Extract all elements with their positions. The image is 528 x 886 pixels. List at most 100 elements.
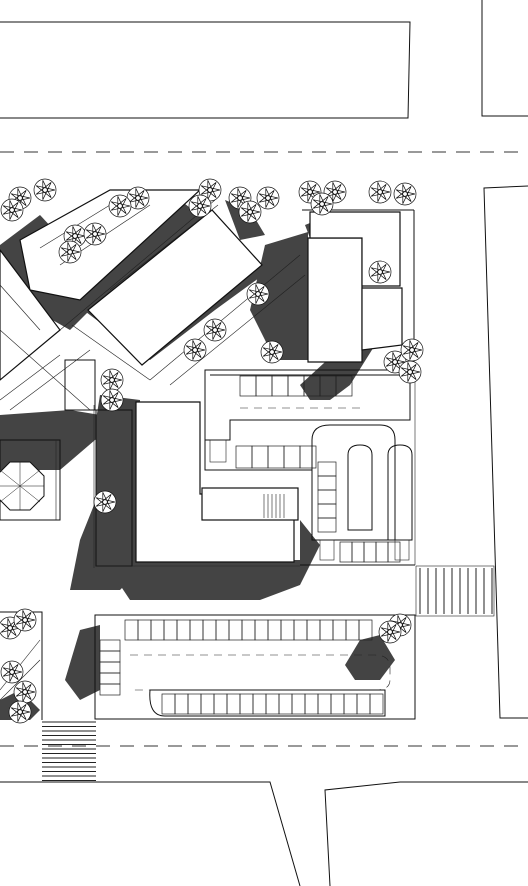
parking-stall	[255, 375, 273, 397]
parking-stall	[239, 693, 254, 715]
diagonal-access-lanes	[0, 199, 306, 411]
tree-icon	[246, 282, 270, 306]
tree-icon	[126, 186, 150, 210]
parking-stall	[213, 693, 228, 715]
parking-stall	[99, 650, 121, 663]
parking-stall	[358, 619, 373, 641]
parking-stall	[293, 619, 308, 641]
parking-stall	[306, 619, 321, 641]
tree-icon	[393, 182, 417, 206]
parking-stall	[317, 503, 337, 519]
parking-stall	[226, 693, 241, 715]
tree-icon	[238, 200, 262, 224]
bottom-blocks	[0, 781, 528, 886]
parking-stall	[150, 619, 165, 641]
tree-icon	[188, 194, 212, 218]
parking-stall	[200, 693, 215, 715]
parking-stall	[317, 693, 332, 715]
parking-stall	[369, 693, 384, 715]
parking-stall	[99, 661, 121, 674]
parking-stall	[317, 489, 337, 505]
parking-stall	[254, 619, 269, 641]
parking-stall	[363, 541, 377, 563]
diagonal-building-large	[71, 204, 263, 381]
parking-stall	[317, 461, 337, 477]
parking-stall	[319, 619, 334, 641]
tree-icon	[33, 178, 57, 202]
parking-stall	[278, 693, 293, 715]
crosswalk-south	[42, 721, 96, 781]
parking-stall	[343, 693, 358, 715]
parking-stall	[99, 639, 121, 652]
parking-stall	[283, 445, 301, 469]
tree-icon	[400, 338, 424, 362]
parking-stall	[345, 619, 360, 641]
parking-stall	[304, 693, 319, 715]
northeast-building	[302, 209, 415, 370]
tree-icon	[183, 338, 207, 362]
parking-stall	[124, 619, 139, 641]
parking-stall	[187, 693, 202, 715]
parking-stall	[215, 619, 230, 641]
tree-icon	[203, 318, 227, 342]
parking-stall	[280, 619, 295, 641]
parking-stall	[335, 375, 353, 397]
parking-stall	[330, 693, 345, 715]
octagon-pavilion	[0, 461, 45, 511]
top-right-block	[481, 0, 528, 117]
parking-stall	[317, 517, 337, 533]
parking-stall	[267, 619, 282, 641]
parking-stall	[317, 475, 337, 491]
tree-icon	[368, 260, 392, 284]
upper-parking-lot	[204, 369, 416, 566]
crosswalk-east	[415, 565, 495, 617]
parking-stall	[351, 541, 365, 563]
parking-stall	[339, 541, 353, 563]
right-road-edge	[483, 185, 528, 719]
tree-icon	[93, 490, 117, 514]
parking-stall	[235, 445, 253, 469]
parking-stall	[291, 693, 306, 715]
tree-icon	[398, 360, 422, 384]
parking-stall	[265, 693, 280, 715]
tree-icon	[83, 222, 107, 246]
parking-stall	[267, 445, 285, 469]
parking-stall	[387, 541, 401, 563]
lower-parking-lot	[94, 614, 416, 720]
parking-stall	[241, 619, 256, 641]
bicycle-rack-icon	[209, 439, 410, 561]
parking-stall	[99, 683, 121, 696]
tree-icon	[100, 368, 124, 392]
west-block	[0, 359, 96, 521]
tree-icon	[0, 660, 24, 684]
parking-stall	[163, 619, 178, 641]
parking-stall	[202, 619, 217, 641]
parking-stall	[375, 541, 389, 563]
tree-icon	[13, 680, 37, 704]
parking-stall	[299, 445, 317, 469]
tree-icon	[100, 388, 124, 412]
tree-icon	[260, 340, 284, 364]
tree-icon	[378, 620, 402, 644]
tree-icon	[256, 186, 280, 210]
parking-stall	[332, 619, 347, 641]
tree-icon	[8, 700, 32, 724]
trees	[0, 178, 424, 724]
parking-stall	[252, 693, 267, 715]
parking-stall	[174, 693, 189, 715]
parking-stall	[356, 693, 371, 715]
tree-icon	[58, 240, 82, 264]
parking-stall	[176, 619, 191, 641]
parking-stall	[239, 375, 257, 397]
tree-icon	[368, 180, 392, 204]
parking-stall	[99, 672, 121, 685]
tree-icon	[310, 192, 334, 216]
parking-stall	[251, 445, 269, 469]
top-left-block	[0, 21, 411, 119]
parking-stall	[161, 693, 176, 715]
parking-stall	[137, 619, 152, 641]
parking-stall	[271, 375, 289, 397]
tree-icon	[0, 198, 24, 222]
parking-stall	[189, 619, 204, 641]
